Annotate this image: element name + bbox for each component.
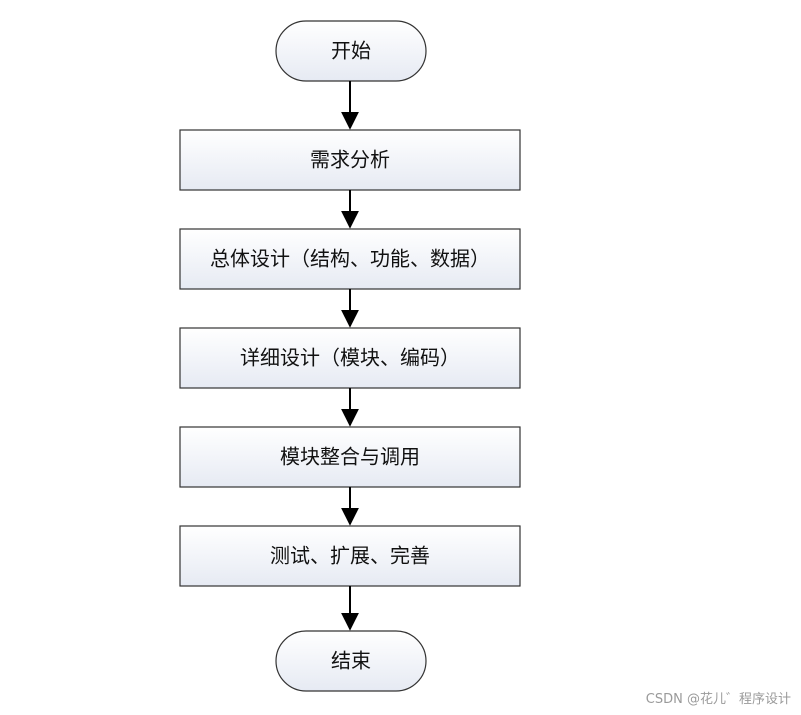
end-terminator: 结束 — [275, 630, 427, 692]
step-overall-design: 总体设计（结构、功能、数据） — [179, 228, 521, 290]
start-label: 开始 — [331, 39, 371, 63]
step-label: 需求分析 — [310, 148, 390, 172]
step-detailed-design: 详细设计（模块、编码） — [179, 327, 521, 389]
start-terminator: 开始 — [275, 20, 427, 82]
step-requirements-analysis: 需求分析 — [179, 129, 521, 191]
step-module-integration: 模块整合与调用 — [179, 426, 521, 488]
step-label: 总体设计（结构、功能、数据） — [210, 247, 490, 271]
end-label: 结束 — [331, 649, 371, 673]
watermark: CSDN @花儿゛程序设计 — [645, 692, 791, 707]
step-label: 详细设计（模块、编码） — [240, 346, 460, 370]
step-testing: 测试、扩展、完善 — [179, 525, 521, 587]
step-label: 模块整合与调用 — [280, 445, 420, 469]
step-label: 测试、扩展、完善 — [270, 544, 430, 568]
